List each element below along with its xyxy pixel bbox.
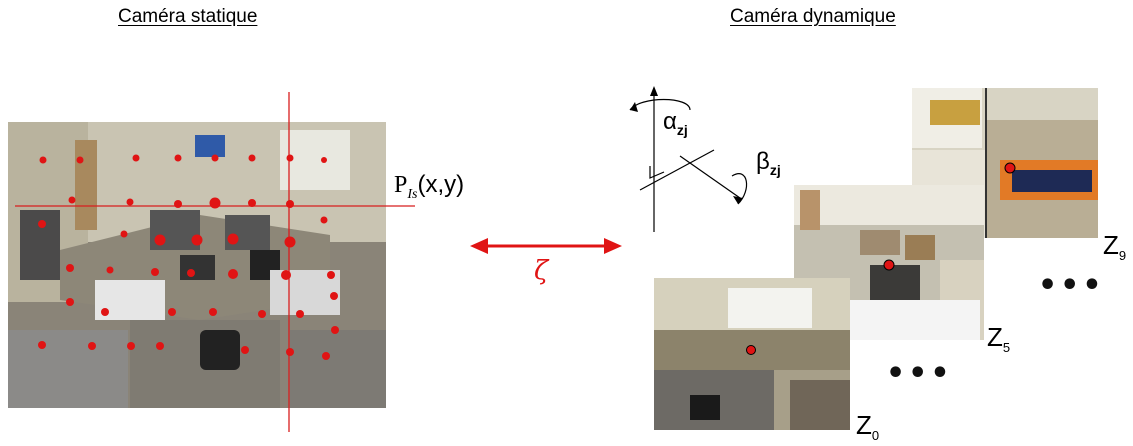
beta-label: βzj (756, 148, 781, 178)
double-arrow (470, 238, 622, 254)
ellipsis-upper: ••• (1038, 268, 1105, 303)
dynamic-camera-title: Caméra dynamique (730, 6, 896, 27)
zoom-letter: Z (987, 322, 1003, 352)
point-symbol: P (394, 172, 408, 198)
zoom-image-z5 (794, 185, 984, 340)
beta-symbol: β (756, 148, 770, 175)
alpha-subscript: zj (676, 121, 688, 138)
zoom-label-z9: Z9 (1103, 230, 1126, 263)
ellipsis-lower: ••• (886, 356, 953, 391)
calibration-points (38, 154, 339, 360)
beta-subscript: zj (769, 161, 781, 178)
point-coords: (x,y) (417, 171, 465, 198)
static-camera-image (8, 122, 386, 408)
point-subscript: Is (407, 186, 418, 202)
zoom-image-z0 (654, 278, 850, 430)
point-label: PIs(x,y) (394, 171, 464, 203)
rotation-axes-icon (629, 86, 748, 232)
alpha-symbol: α (663, 108, 677, 135)
zoom-index: 9 (1118, 248, 1127, 264)
zoom-label-z5: Z5 (987, 322, 1010, 355)
static-camera-title: Caméra statique (118, 6, 258, 27)
zeta-label: ζ (534, 256, 549, 286)
zoom-index: 5 (1002, 340, 1011, 356)
zoom-label-z0: Z0 (856, 410, 879, 443)
alpha-label: αzj (663, 108, 688, 138)
zoom-letter: Z (856, 410, 872, 440)
zoom-index: 0 (871, 428, 880, 444)
zoom-letter: Z (1103, 230, 1119, 260)
